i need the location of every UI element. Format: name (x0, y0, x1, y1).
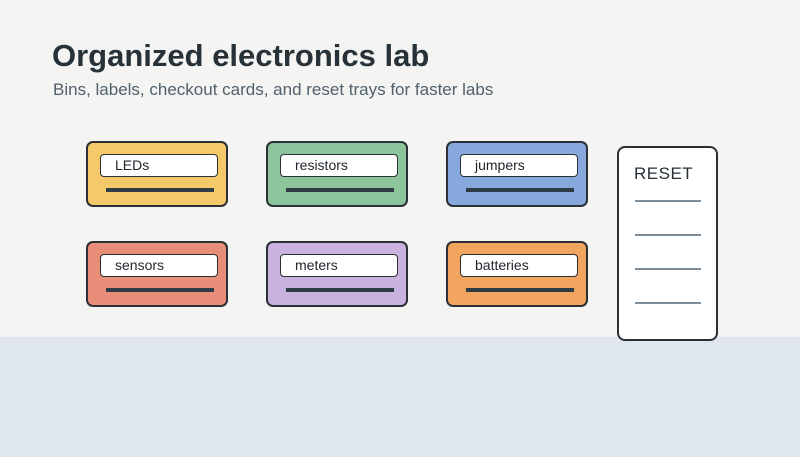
bin-label: LEDs (100, 154, 218, 177)
bin-label: meters (280, 254, 398, 277)
bin-label-underline (286, 188, 394, 192)
bin-label: batteries (460, 254, 578, 277)
bin-batteries: batteries (446, 241, 588, 307)
bin-label: resistors (280, 154, 398, 177)
bin-label-underline (106, 288, 214, 292)
page-title: Organized electronics lab (52, 38, 430, 73)
bin-label-underline (466, 288, 574, 292)
bin-resistors: resistors (266, 141, 408, 207)
bin-meters: meters (266, 241, 408, 307)
bin-label-underline (466, 188, 574, 192)
floor-band (0, 337, 800, 457)
reset-tray: RESET (617, 146, 718, 341)
page-subtitle: Bins, labels, checkout cards, and reset … (53, 80, 494, 99)
bin-leds: LEDs (86, 141, 228, 207)
tray-line (635, 268, 701, 270)
bin-label-underline (106, 188, 214, 192)
reset-tray-label: RESET (634, 164, 694, 183)
bin-label: jumpers (460, 154, 578, 177)
bin-label: sensors (100, 254, 218, 277)
bin-sensors: sensors (86, 241, 228, 307)
tray-line (635, 200, 701, 202)
tray-line (635, 234, 701, 236)
bin-label-underline (286, 288, 394, 292)
tray-line (635, 302, 701, 304)
bin-jumpers: jumpers (446, 141, 588, 207)
